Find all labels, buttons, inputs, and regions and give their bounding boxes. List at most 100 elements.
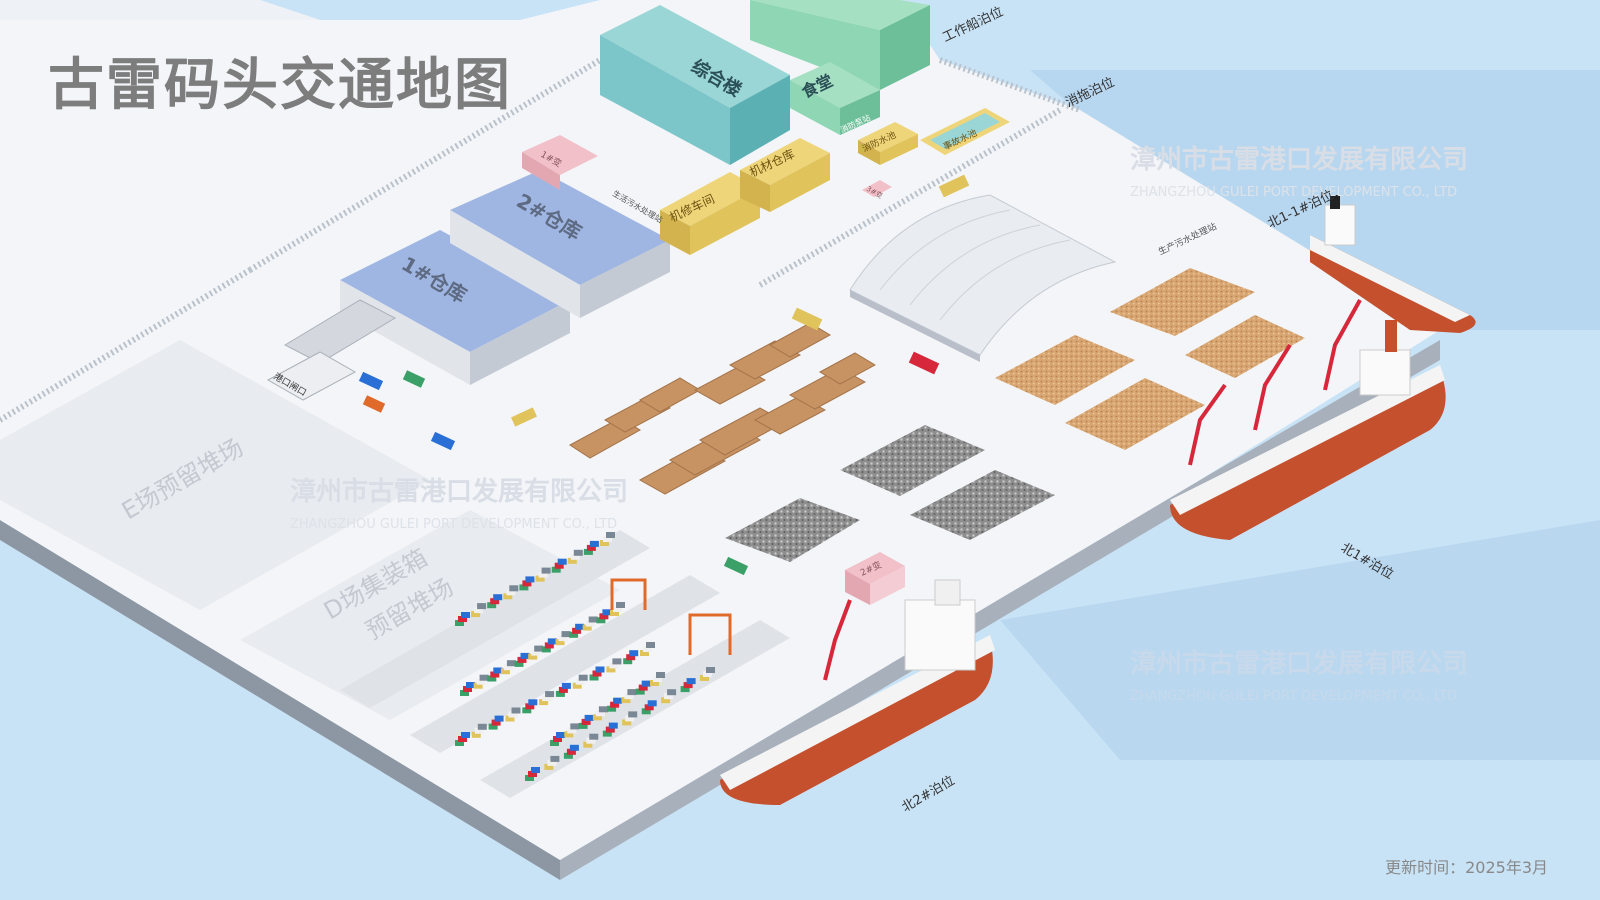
container-box (474, 607, 484, 614)
container-box (588, 616, 598, 623)
container-box (592, 714, 602, 721)
container-box (570, 553, 580, 560)
container-box (628, 711, 638, 718)
fire-pool (858, 122, 918, 165)
watermark-cn: 漳州市古雷港口发展有限公司 (290, 476, 628, 507)
sand-piles (995, 268, 1305, 450)
container-box (503, 664, 513, 671)
container-box (680, 686, 690, 693)
container-box (603, 536, 612, 542)
pier-side (0, 520, 560, 880)
container-box (667, 689, 677, 696)
warehouse-2 (450, 170, 670, 318)
container-box (466, 682, 475, 688)
page-title: 古雷码头交通地图 (48, 53, 512, 118)
container-box (610, 701, 620, 708)
container-box (686, 678, 696, 685)
container-box (598, 706, 608, 713)
container-box (626, 654, 636, 661)
container-stacks (455, 532, 715, 781)
container-box (641, 708, 651, 715)
container-box (503, 593, 513, 600)
container-box (624, 693, 634, 700)
container-box (455, 620, 464, 626)
container-box (556, 732, 565, 738)
container-box (517, 656, 527, 663)
container-box (535, 575, 545, 582)
container-box (534, 645, 544, 652)
container-box (479, 674, 489, 681)
container-box (458, 736, 467, 742)
gate-canopy (266, 299, 397, 401)
container-box (610, 610, 619, 616)
dome-warehouse (849, 194, 1117, 362)
container-box (551, 566, 561, 573)
substation-3 (862, 180, 892, 197)
container-box (525, 775, 534, 781)
container-box (557, 558, 567, 565)
container-box (583, 741, 593, 748)
container-box (490, 671, 500, 678)
update-label: 更新时间： (1385, 858, 1466, 877)
container-box (506, 660, 516, 667)
container-box (627, 689, 637, 696)
container-box (706, 667, 715, 673)
container-box (638, 684, 648, 691)
container-box (609, 662, 619, 669)
container-box (661, 697, 671, 704)
container-box (477, 723, 487, 730)
container-box (600, 540, 609, 546)
watermark-cn: 漳州市古雷港口发展有限公司 (1130, 144, 1468, 175)
container-box (558, 635, 568, 642)
office-building (600, 5, 790, 165)
container-box (589, 674, 599, 681)
container-box (599, 613, 609, 620)
container-box (616, 602, 625, 608)
container-box (522, 707, 532, 714)
container-box (625, 715, 635, 722)
watermark-en: ZHANGZHOU GULEI PORT DEVELOPMENT CO., LT… (290, 517, 617, 532)
substation-2 (845, 552, 905, 584)
container-box (528, 771, 537, 777)
container-box (596, 617, 606, 624)
container-box (525, 576, 535, 583)
berth-water (1000, 520, 1600, 760)
container-box (589, 540, 599, 547)
container-box (586, 737, 596, 744)
container-box (602, 609, 612, 616)
container-box (592, 670, 602, 677)
container-box (505, 715, 515, 722)
container-box (550, 755, 560, 762)
port-cranes (823, 299, 1362, 681)
container-box (494, 715, 504, 722)
container-box (578, 722, 588, 729)
container-box (531, 649, 541, 656)
container-box (589, 733, 599, 740)
container-box (554, 562, 564, 569)
container-box (623, 658, 633, 665)
container-box (700, 675, 709, 681)
container-box (567, 557, 577, 564)
container-box (539, 699, 549, 706)
container-box (664, 693, 674, 700)
container-box (647, 700, 657, 707)
container-box (572, 627, 582, 634)
container-box (471, 611, 481, 618)
container-box (550, 740, 559, 746)
container-box (463, 686, 472, 692)
container-box (569, 744, 579, 751)
container-box (528, 653, 538, 660)
container-box (477, 603, 487, 610)
container-box (487, 602, 497, 609)
container-box (561, 682, 571, 689)
container-box (541, 567, 551, 574)
container-box (607, 705, 617, 712)
container-box (566, 748, 576, 755)
container-box (563, 752, 573, 759)
container-box (544, 642, 554, 649)
container-box (555, 639, 565, 646)
container-box (640, 650, 649, 656)
container-box (531, 767, 540, 773)
container-box (520, 652, 530, 659)
container-box (473, 682, 483, 689)
